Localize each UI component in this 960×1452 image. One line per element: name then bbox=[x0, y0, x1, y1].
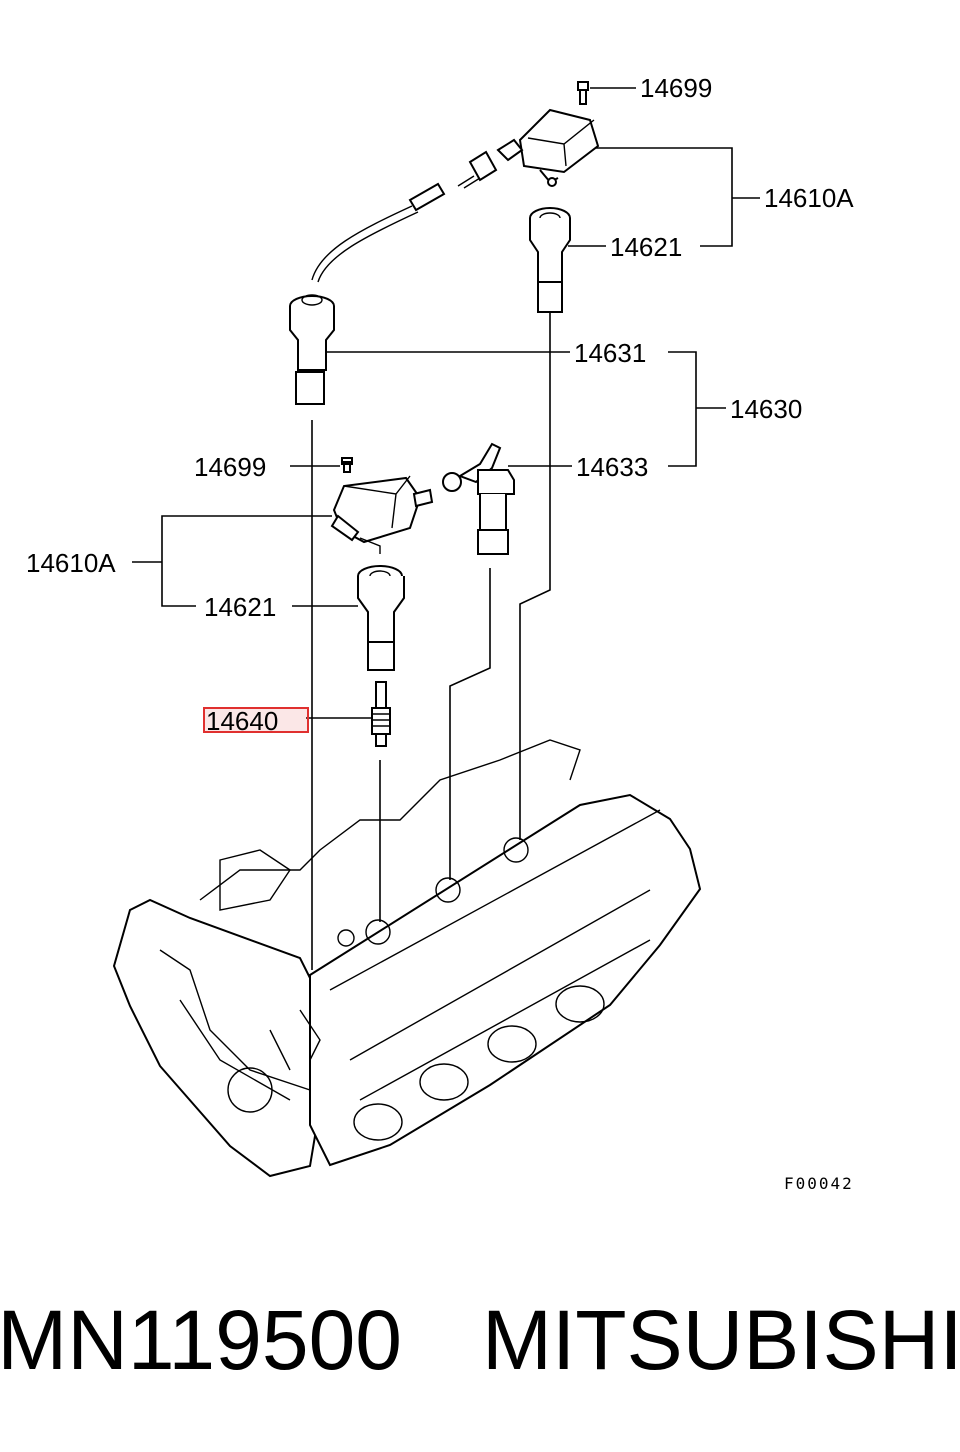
spark-plug-highlight-box bbox=[203, 707, 309, 733]
cylinder-head bbox=[112, 739, 702, 1178]
callout-lead-a[interactable]: 14631 bbox=[574, 338, 646, 368]
callout-labels: 14699 14610A 14621 14631 14630 14633 146… bbox=[26, 73, 854, 1193]
callout-spark-plug[interactable]: 14640 bbox=[206, 706, 278, 736]
spark-plug bbox=[371, 681, 391, 747]
figure-code: F00042 bbox=[784, 1174, 854, 1193]
callout-coil-top[interactable]: 14610A bbox=[764, 183, 854, 213]
ignition-coil-top bbox=[311, 81, 600, 283]
callout-boot-left[interactable]: 14621 bbox=[204, 592, 276, 622]
callout-lead-b[interactable]: 14633 bbox=[576, 452, 648, 482]
coil-boot-top bbox=[529, 207, 571, 313]
product-caption: MN119500 MITSUBISHI bbox=[0, 1285, 960, 1395]
cable-lead-left bbox=[289, 294, 335, 405]
part-number: MN119500 bbox=[0, 1292, 402, 1387]
cable-lead-right bbox=[442, 442, 515, 555]
callout-boot-top[interactable]: 14621 bbox=[610, 232, 682, 262]
callout-bolt-top[interactable]: 14699 bbox=[640, 73, 712, 103]
callout-coil-left[interactable]: 14610A bbox=[26, 548, 116, 578]
ignition-coil-left bbox=[330, 457, 434, 554]
leader-lines bbox=[132, 87, 760, 970]
callout-bolt-left[interactable]: 14699 bbox=[194, 452, 266, 482]
parts-diagram: 14699 14610A 14621 14631 14630 14633 146… bbox=[26, 73, 854, 1193]
brand-name: MITSUBISHI bbox=[482, 1292, 960, 1387]
coil-boot-left bbox=[357, 565, 405, 671]
callout-cable-group[interactable]: 14630 bbox=[730, 394, 802, 424]
